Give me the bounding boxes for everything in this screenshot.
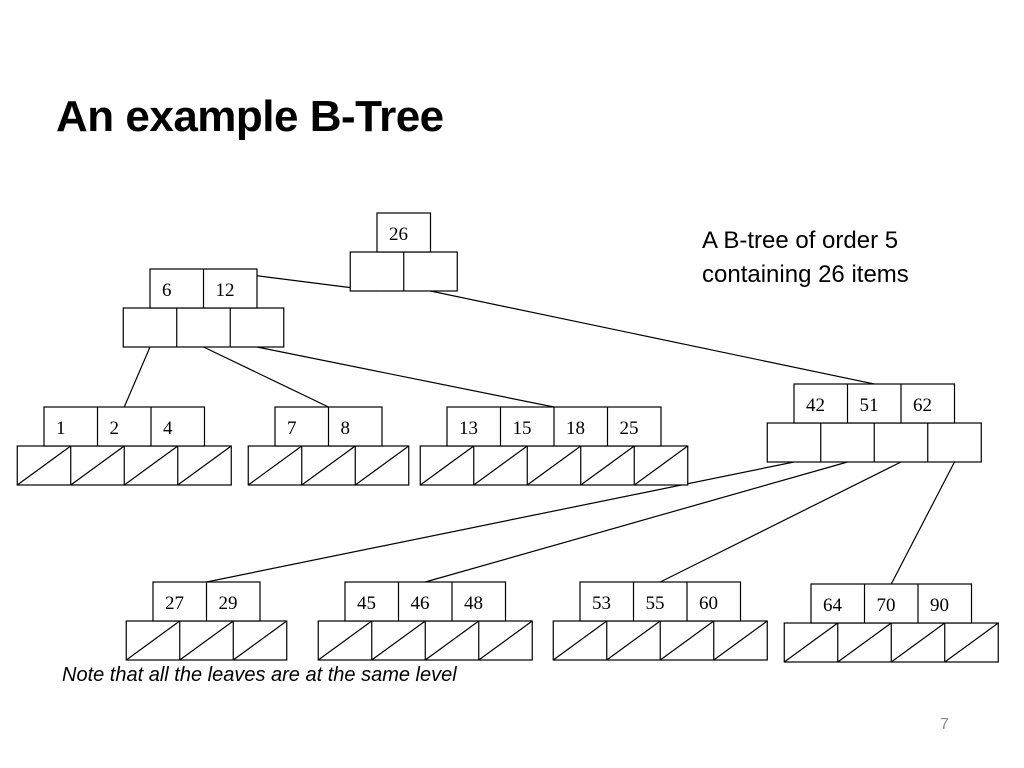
key-row xyxy=(810,583,973,624)
null-pointer-diagonal xyxy=(354,445,410,486)
edge-root-to-n-right xyxy=(430,290,875,385)
tree-caption: A B-tree of order 5 containing 26 items xyxy=(702,224,909,292)
key-label: 27 xyxy=(165,593,184,614)
null-pointer-diagonal xyxy=(179,620,234,661)
key-label: 62 xyxy=(913,395,932,416)
key-label: 46 xyxy=(411,593,430,614)
key-row xyxy=(43,406,206,447)
edge-n-left-to-leaf-c xyxy=(256,346,555,408)
tree-node: 45 46 48 xyxy=(317,581,533,661)
tree-node: 53 55 60 xyxy=(552,581,768,661)
key-label: 64 xyxy=(823,595,843,616)
null-pointer-diagonal xyxy=(371,620,426,661)
edge-n-left-to-leaf-b xyxy=(203,346,329,408)
null-pointer-diagonal xyxy=(944,622,999,663)
null-pointer-diagonal xyxy=(247,445,303,486)
key-row xyxy=(793,383,956,424)
key-label: 7 xyxy=(287,418,297,439)
tree-node: 27 29 xyxy=(125,581,288,661)
null-pointer-diagonal xyxy=(837,622,892,663)
slide-title: An example B-Tree xyxy=(56,92,444,141)
tree-node: 26 xyxy=(349,212,458,292)
edge-n-right-to-leaf-d xyxy=(206,461,795,583)
key-label: 53 xyxy=(592,593,611,614)
null-pointer-diagonal xyxy=(301,445,356,486)
edge-n-right-to-leaf-g xyxy=(890,461,956,585)
leaves-note: Note that all the leaves are at the same… xyxy=(62,664,457,686)
key-label: 18 xyxy=(566,418,585,439)
key-label: 2 xyxy=(110,418,120,439)
key-label: 48 xyxy=(464,593,483,614)
null-pointer-diagonal xyxy=(70,445,125,486)
null-pointer-diagonal xyxy=(606,620,661,661)
null-pointer-diagonal xyxy=(526,445,582,486)
null-pointer-diagonal xyxy=(783,622,839,663)
null-pointer-diagonal xyxy=(419,445,475,486)
null-pointer-diagonal xyxy=(317,620,373,661)
tree-edges xyxy=(123,268,956,585)
null-pointer-diagonal xyxy=(424,620,480,661)
key-label: 12 xyxy=(216,280,235,301)
key-row xyxy=(376,212,432,253)
key-label: 60 xyxy=(699,593,718,614)
key-label: 4 xyxy=(163,418,173,439)
key-row xyxy=(579,581,742,622)
key-label: 55 xyxy=(646,593,665,614)
key-label: 15 xyxy=(513,418,532,439)
edge-n-left-to-leaf-a xyxy=(123,346,151,408)
null-pointer-diagonal xyxy=(123,445,179,486)
caption-line-1: A B-tree of order 5 xyxy=(702,227,899,254)
key-label: 13 xyxy=(459,418,478,439)
key-label: 45 xyxy=(357,593,376,614)
key-label: 25 xyxy=(620,418,639,439)
key-label: 6 xyxy=(162,280,172,301)
tree-node: 6 12 xyxy=(122,268,285,348)
null-pointer-diagonal xyxy=(16,445,72,486)
key-label: 42 xyxy=(806,395,825,416)
null-pointer-diagonal xyxy=(478,620,533,661)
key-label: 1 xyxy=(56,418,66,439)
edge-n-right-to-leaf-f xyxy=(659,461,902,583)
tree-node: 42 51 62 xyxy=(766,383,982,463)
tree-node: 13 15 18 25 xyxy=(419,406,689,486)
tree-node: 1 2 4 xyxy=(16,406,232,486)
edge-n-right-to-leaf-e xyxy=(425,461,848,583)
null-pointer-diagonal xyxy=(125,620,181,661)
pointer-row xyxy=(122,307,285,348)
null-pointer-diagonal xyxy=(580,445,635,486)
null-pointer-diagonal xyxy=(552,620,608,661)
key-label: 90 xyxy=(930,595,949,616)
key-label: 70 xyxy=(877,595,896,616)
null-pointer-diagonal xyxy=(473,445,528,486)
key-label: 8 xyxy=(341,418,351,439)
null-pointer-diagonal xyxy=(232,620,288,661)
null-pointer-diagonal xyxy=(633,445,689,486)
null-pointer-diagonal xyxy=(177,445,232,486)
key-label: 29 xyxy=(219,593,238,614)
null-pointer-diagonal xyxy=(890,622,946,663)
key-row xyxy=(344,581,507,622)
tree-node: 64 70 90 xyxy=(783,583,999,663)
null-pointer-diagonal xyxy=(713,620,768,661)
caption-line-2: containing 26 items xyxy=(702,261,909,288)
slide-number: 7 xyxy=(940,716,949,733)
key-label: 51 xyxy=(860,395,879,416)
null-pointer-diagonal xyxy=(659,620,715,661)
key-label: 26 xyxy=(389,224,408,245)
